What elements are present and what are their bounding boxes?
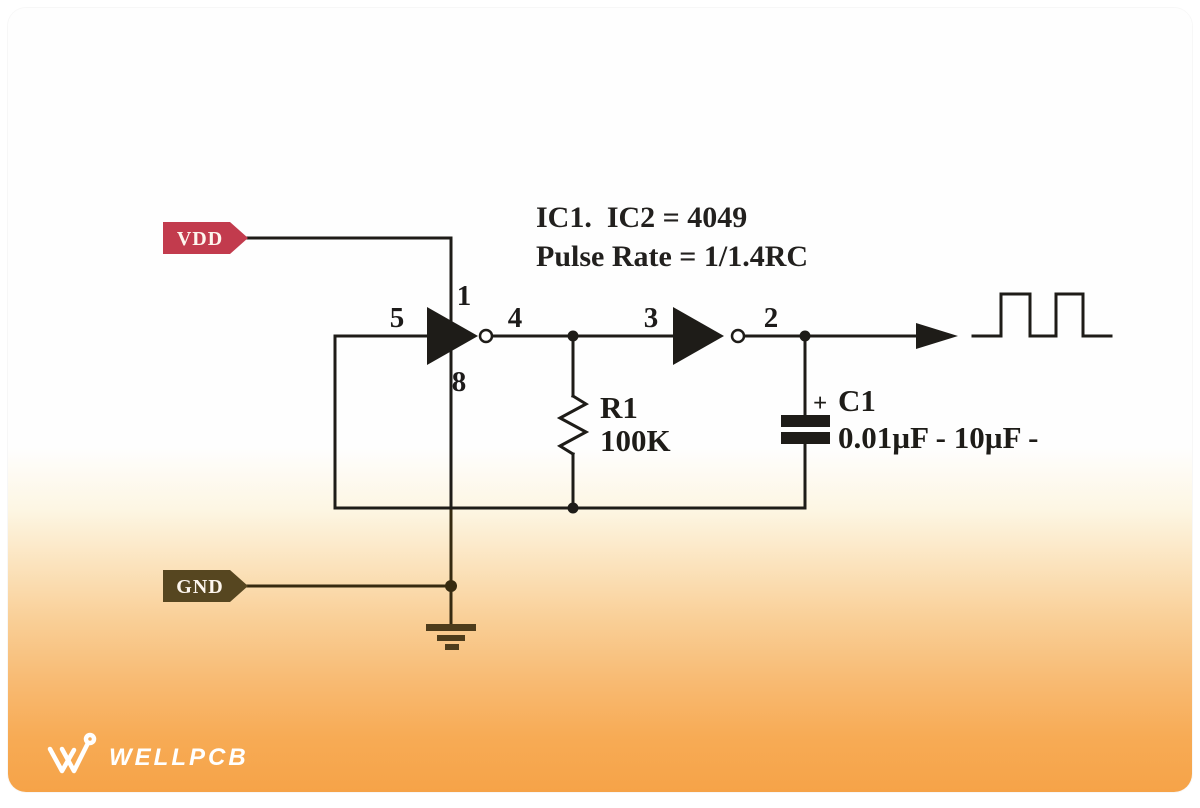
square-wave-symbol: [971, 292, 1113, 338]
junction-dot: [567, 330, 579, 342]
pin5-label: 5: [390, 302, 405, 334]
resistor-zigzag: [556, 393, 590, 457]
gnd-tag: GND: [163, 570, 248, 602]
gnd-tag-label: GND: [176, 576, 223, 598]
ic-annotation: IC1. IC2 = 4049: [536, 201, 747, 234]
wellpcb-logo: WELLPCB: [47, 732, 249, 774]
pulse-rate-annotation: Pulse Rate = 1/1.4RC: [536, 240, 808, 273]
inverter1-bubble: [478, 328, 494, 344]
capacitor-c1: + C1 0.01µF - 10µF -: [781, 383, 1038, 455]
circuit-card: VDD GND 5 1 8 4 3: [8, 8, 1192, 792]
resistor-r1: R1 100K: [556, 390, 671, 458]
logo-v-stroke: [59, 740, 91, 774]
ground-bar-bottom: [445, 644, 459, 650]
inverter1-triangle: [427, 307, 478, 365]
ground-bar-middle: [437, 635, 465, 641]
inverter2: [673, 307, 746, 365]
capacitor-polarity-sign: +: [813, 390, 827, 417]
pin4-label: 4: [508, 302, 523, 334]
junction-dot: [799, 330, 811, 342]
ground-symbol: [426, 624, 476, 650]
inverter1: [427, 307, 494, 365]
capacitor-top-plate: [781, 415, 830, 427]
inverter2-triangle: [673, 307, 724, 365]
wellpcb-logo-icon: [47, 732, 97, 774]
junction-dots: [445, 330, 811, 592]
output-arrowhead: [916, 323, 958, 349]
pin1-label: 1: [457, 280, 472, 312]
vdd-tag: VDD: [163, 222, 248, 254]
wellpcb-logo-text: WELLPCB: [109, 744, 249, 771]
capacitor-ref-label: C1: [838, 383, 876, 418]
resistor-value-label: 100K: [600, 423, 671, 458]
junction-dot: [567, 502, 579, 514]
circuit-diagram: VDD GND 5 1 8 4 3: [47, 201, 1113, 774]
gnd-tag-shape: [163, 570, 248, 602]
resistor-ref-label: R1: [600, 390, 638, 425]
gnd-junction-dot: [445, 580, 457, 592]
pin-labels: 5 1 8 4 3 2: [390, 280, 779, 398]
circuit-annotations: IC1. IC2 = 4049 Pulse Rate = 1/1.4RC: [536, 201, 808, 273]
capacitor-value-label: 0.01µF - 10µF -: [838, 420, 1038, 455]
pin8-label: 8: [452, 366, 467, 398]
logo-v-stroke: [47, 746, 77, 774]
pin3-label: 3: [644, 302, 659, 334]
logo-dot: [83, 732, 97, 746]
vdd-tag-label: VDD: [177, 228, 223, 250]
vdd-tag-shape: [163, 222, 248, 254]
ground-bar-top: [426, 624, 476, 631]
capacitor-bottom-plate: [781, 432, 830, 444]
inverter2-bubble: [730, 328, 746, 344]
pin2-label: 2: [764, 302, 779, 334]
